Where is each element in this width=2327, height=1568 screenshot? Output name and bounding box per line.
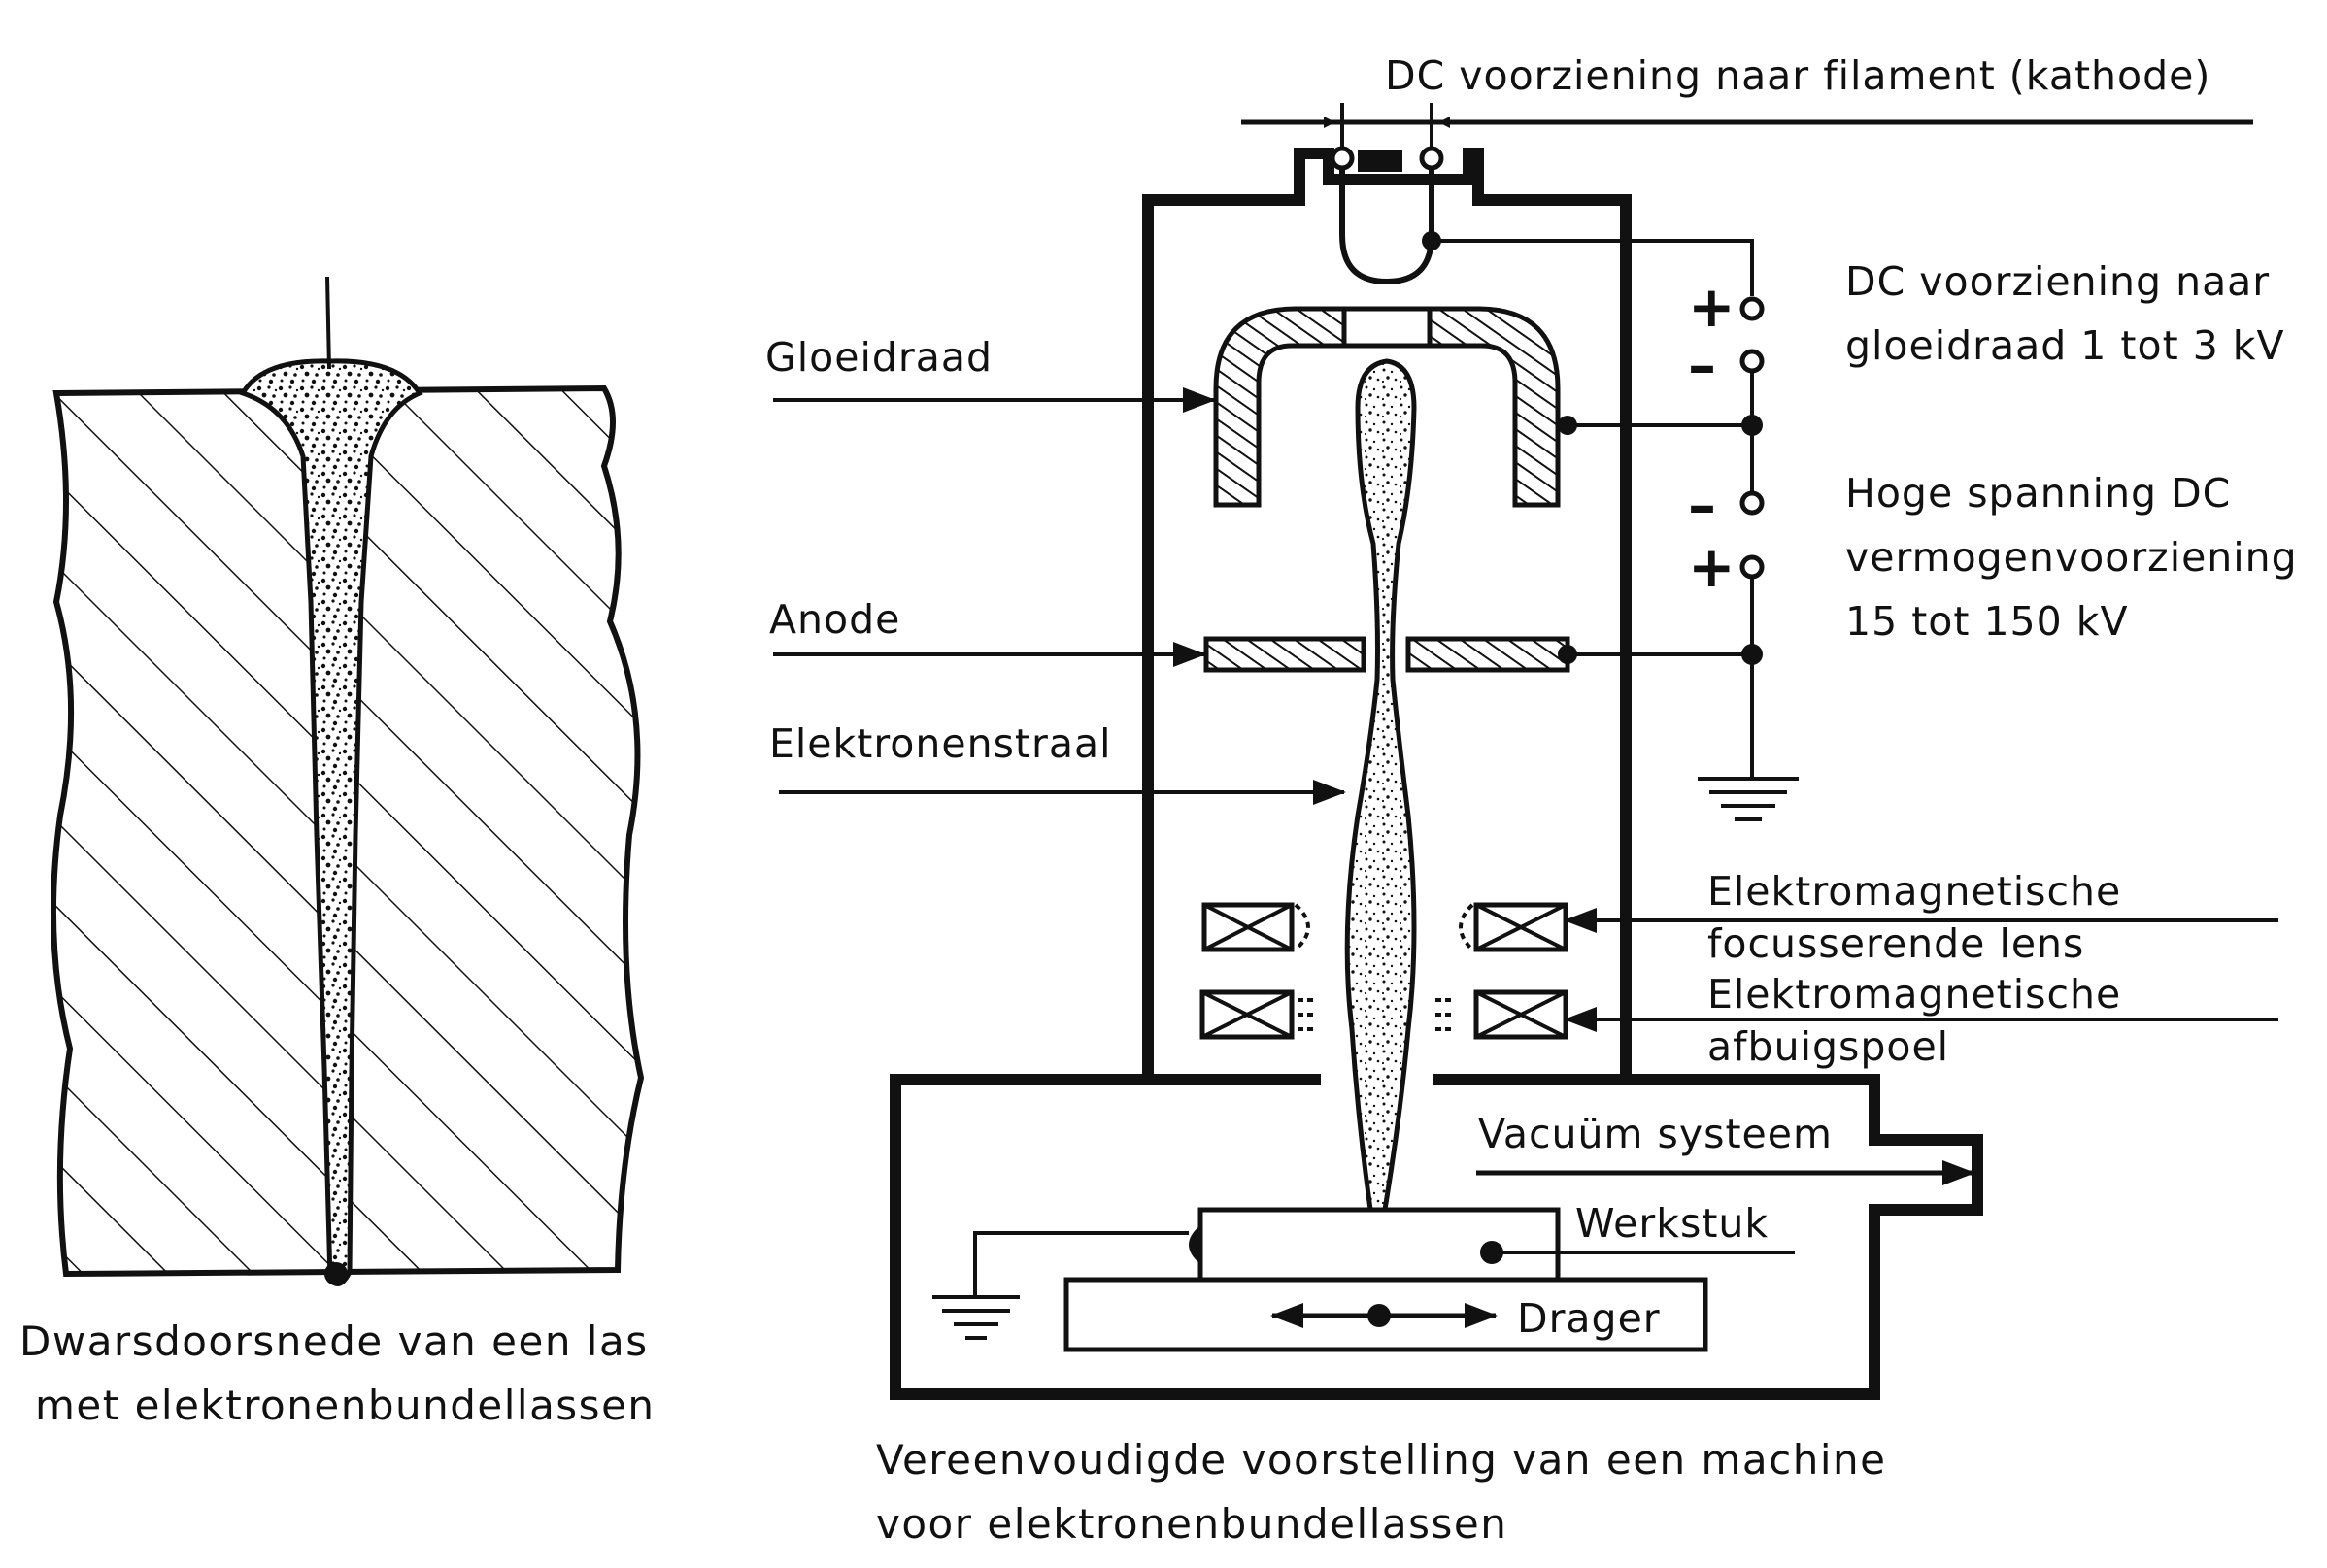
hv-plus-sign: + xyxy=(1688,534,1736,600)
carrier-pivot xyxy=(1367,1304,1391,1327)
glow-minus-sign: – xyxy=(1688,332,1716,398)
hv-plus-terminal xyxy=(1739,554,1765,580)
beam-axis-line xyxy=(325,276,331,370)
workpiece-weld-mark xyxy=(1189,1225,1200,1264)
cross-section-caption-1: Dwarsdoorsnede van een las xyxy=(19,1318,649,1365)
anode-label: Anode xyxy=(769,596,900,643)
grid-junction-right xyxy=(1741,415,1763,436)
focus-lens-label-2: focusserende lens xyxy=(1707,920,2084,967)
glow-minus-terminal xyxy=(1739,349,1765,374)
machine-caption-2: voor elektronenbundellassen xyxy=(876,1500,1507,1548)
anode-plate-left xyxy=(1203,636,1366,673)
focus-lens-label-1: Elektromagnetische xyxy=(1707,868,2121,915)
glow-supply-label-1: DC voorziening naar xyxy=(1845,258,2270,305)
anode-junction-left xyxy=(1558,645,1577,664)
workpiece-dot xyxy=(1480,1241,1503,1264)
electron-beam xyxy=(1344,358,1417,1255)
cross-section-caption-2: met elektronenbundellassen xyxy=(35,1382,656,1429)
glow-supply-label-2: gloeidraad 1 tot 3 kV xyxy=(1845,322,2285,369)
filament-terminal-left xyxy=(1330,146,1355,171)
hv-minus-sign: – xyxy=(1688,472,1716,538)
grid-junction-left xyxy=(1558,416,1577,435)
deflect-label-2: afbuigspoel xyxy=(1707,1023,1949,1070)
werkstuk-label: Werkstuk xyxy=(1575,1200,1769,1247)
hv-label-2: vermogenvoorziening xyxy=(1845,534,2298,581)
chamber-ground-icon xyxy=(932,1295,1020,1340)
filament-insulator xyxy=(1358,150,1402,172)
hv-minus-terminal xyxy=(1739,490,1765,516)
chamber-ground-wire xyxy=(973,1231,1189,1295)
anode-plate-right xyxy=(1405,636,1570,673)
glow-plus-sign: + xyxy=(1688,274,1736,340)
hv-label-3: 15 tot 150 kV xyxy=(1845,598,2129,645)
machine-caption-1: Vereenvoudigde voorstelling van een mach… xyxy=(876,1436,1887,1484)
grid-cup-gap xyxy=(1341,306,1433,349)
column-housing xyxy=(1142,148,1632,1078)
glow-plus-terminal xyxy=(1739,296,1765,321)
weld-cross-section xyxy=(50,276,645,1286)
filament-supply-wire xyxy=(1432,239,1754,296)
weld-bead xyxy=(239,358,423,1286)
ebw-machine: + – – + xyxy=(773,103,2278,1400)
filament-terminal-right xyxy=(1419,146,1444,171)
focus-coil-left xyxy=(1201,902,1310,952)
weld-root-dot xyxy=(324,1262,348,1285)
anode-junction-right xyxy=(1741,644,1763,665)
filament-loop xyxy=(1339,160,1434,285)
focus-coil-right xyxy=(1459,902,1568,952)
deflect-label-1: Elektromagnetische xyxy=(1707,971,2121,1018)
vacuum-label: Vacuüm systeem xyxy=(1478,1111,1833,1157)
hv-label-1: Hoge spanning DC xyxy=(1845,470,2231,517)
vacuum-chamber xyxy=(890,1074,1983,1400)
gloeidraad-label: Gloeidraad xyxy=(765,334,993,381)
deflection-coil-left xyxy=(1199,989,1317,1040)
grid-cup-right xyxy=(1427,306,1561,508)
filament-supply-label: DC voorziening naar filament (kathode) xyxy=(1385,52,2210,99)
grid-cup xyxy=(1213,306,1347,508)
hv-ground-icon xyxy=(1698,777,1799,821)
deflection-coil-right xyxy=(1435,989,1568,1040)
workpiece xyxy=(1197,1207,1561,1283)
elektronenstraal-label: Elektronenstraal xyxy=(769,720,1112,767)
drager-label: Drager xyxy=(1517,1295,1661,1342)
